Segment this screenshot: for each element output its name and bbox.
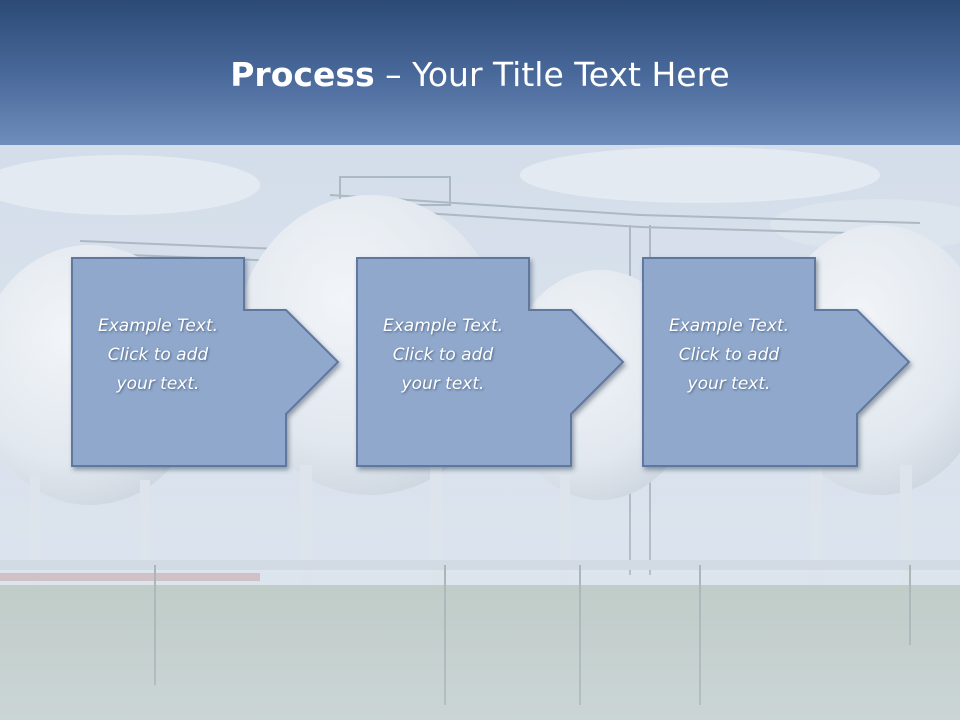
step-text-line: Click to add [392, 345, 494, 365]
title-rest: – Your Title Text Here [374, 55, 730, 94]
process-arrow-2[interactable] [356, 257, 625, 467]
step-text-line: Click to add [678, 345, 780, 365]
step-text-line: Example Text. [97, 316, 219, 336]
step-text-line: Example Text. [668, 316, 790, 336]
step-2-text[interactable]: Example Text. Click to add your text. [357, 312, 529, 399]
step-3-text[interactable]: Example Text. Click to add your text. [643, 312, 815, 399]
step-text-line: Example Text. [382, 316, 504, 336]
process-arrow-3[interactable] [642, 257, 911, 467]
process-arrow-1[interactable] [71, 257, 340, 467]
title-bar: Process – Your Title Text Here [0, 0, 960, 145]
step-1-text[interactable]: Example Text. Click to add your text. [72, 312, 244, 399]
slide-title[interactable]: Process – Your Title Text Here [0, 52, 960, 98]
step-text-line: your text. [687, 374, 771, 394]
step-text-line: Click to add [107, 345, 209, 365]
step-text-line: your text. [401, 374, 485, 394]
title-bold: Process [230, 55, 375, 94]
step-text-line: your text. [116, 374, 200, 394]
